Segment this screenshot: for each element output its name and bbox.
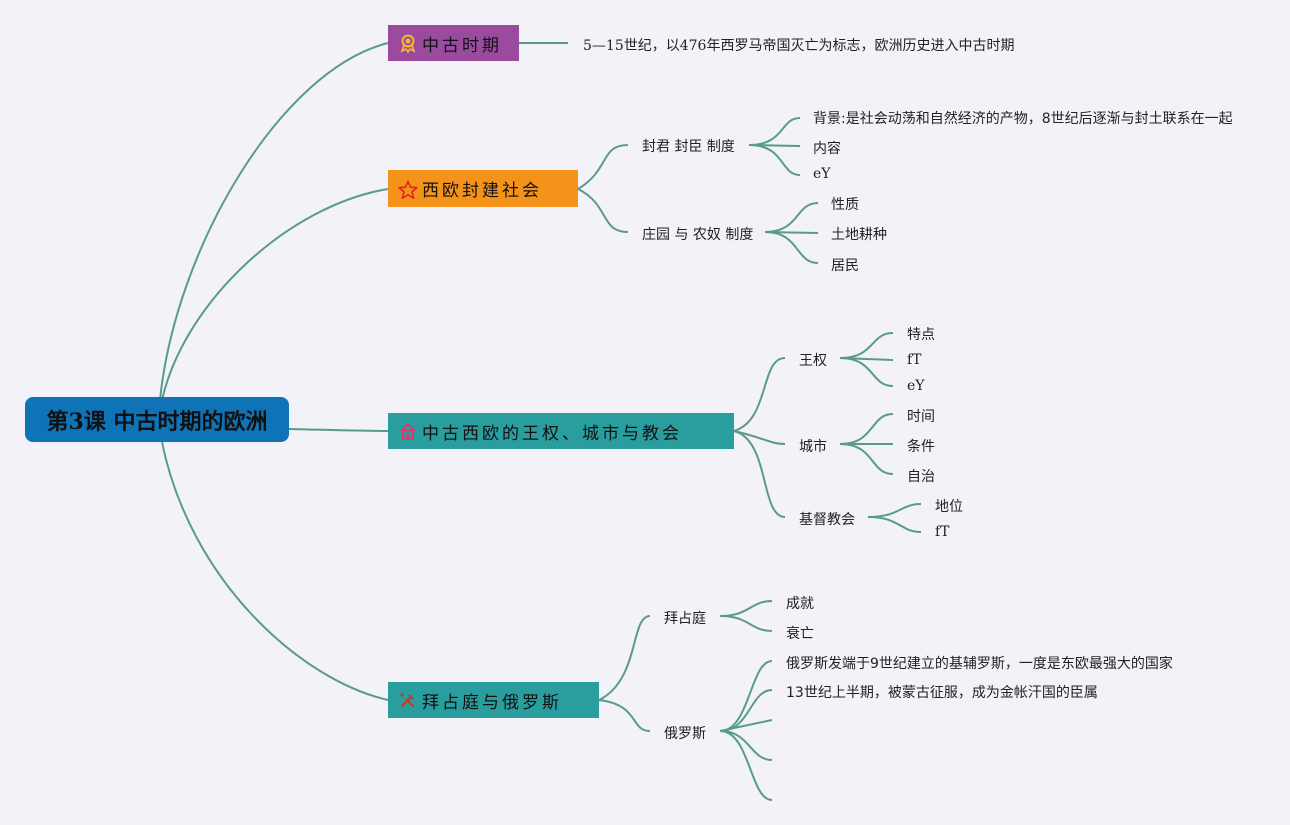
star-icon [398,179,418,199]
branch-baizhanting-eluosi[interactable]: 拜占庭与俄罗斯 [388,682,599,718]
root-topic[interactable]: 第3课 中古时期的欧洲 [25,397,289,442]
leaf-tedian[interactable]: 特点 [907,327,935,343]
topic-zhuangyuan-nongnu[interactable]: 庄园 与 农奴 制度 [642,227,754,243]
leaf-shijian[interactable]: 时间 [907,409,935,425]
leaf-jumin[interactable]: 居民 [831,258,859,274]
topic-fengjun-fengchen[interactable]: 封君 封臣 制度 [642,139,735,155]
leaf-ft[interactable]: fT [907,352,922,368]
connector-root-b1 [159,42,389,401]
tools-icon [398,690,418,710]
medal-icon [398,33,418,53]
leaf-chengjiu[interactable]: 成就 [786,596,814,612]
branch-label: 拜占庭与俄罗斯 [422,692,562,713]
branch-zhonggu-shiqi[interactable]: 中古时期 [388,25,519,61]
leaf-tiaojian[interactable]: 条件 [907,439,935,455]
connector-root-b4 [161,441,389,701]
topic-baizhanting[interactable]: 拜占庭 [664,611,706,627]
topic-jidu-jiaohui[interactable]: 基督教会 [799,512,855,528]
topic-chengshi[interactable]: 城市 [799,439,827,455]
leaf-diwei[interactable]: 地位 [935,499,963,515]
branch-label: 中古西欧的王权、城市与教会 [422,423,682,444]
leaf-shuaiwang[interactable]: 衰亡 [786,626,814,642]
topic-wangquan[interactable]: 王权 [799,353,827,369]
leaf-xingzhi[interactable]: 性质 [831,197,859,213]
note-zhonggu: 5—15世纪，以476年西罗马帝国灭亡为标志，欧洲历史进入中古时期 [583,38,1015,54]
leaf-eluosi-fazhan[interactable]: 俄罗斯发端于9世纪建立的基辅罗斯，一度是东欧最强大的国家 [786,656,1173,672]
leaf-beijing[interactable]: 背景:是社会动荡和自然经济的产物，8世纪后逐渐与封土联系在一起 [813,111,1233,127]
branch-xiou-fengjian-shehui[interactable]: 西欧封建社会 [388,170,578,207]
leaf-eluosi-menggu[interactable]: 13世纪上半期，被蒙古征服，成为金帐汗国的臣属 [786,685,1098,701]
connector-root-b3 [288,428,389,432]
house-icon [398,421,418,441]
branch-wangquan-chengshi-jiaohui[interactable]: 中古西欧的王权、城市与教会 [388,413,734,449]
leaf-ey[interactable]: eY [813,166,831,182]
leaf-zizhi[interactable]: 自治 [907,469,935,485]
root-topic-label: 第3课 中古时期的欧洲 [46,408,268,435]
leaf-neirong[interactable]: 内容 [813,141,841,157]
connector-lines [159,42,922,801]
connector-root-b2 [161,188,389,401]
leaf-ft[interactable]: fT [935,524,950,540]
leaf-tudi-gengzhong[interactable]: 土地耕种 [831,227,887,243]
topic-eluosi[interactable]: 俄罗斯 [664,726,706,742]
branch-label: 中古时期 [422,35,502,56]
leaf-ey[interactable]: eY [907,378,925,394]
branch-label: 西欧封建社会 [422,181,542,201]
